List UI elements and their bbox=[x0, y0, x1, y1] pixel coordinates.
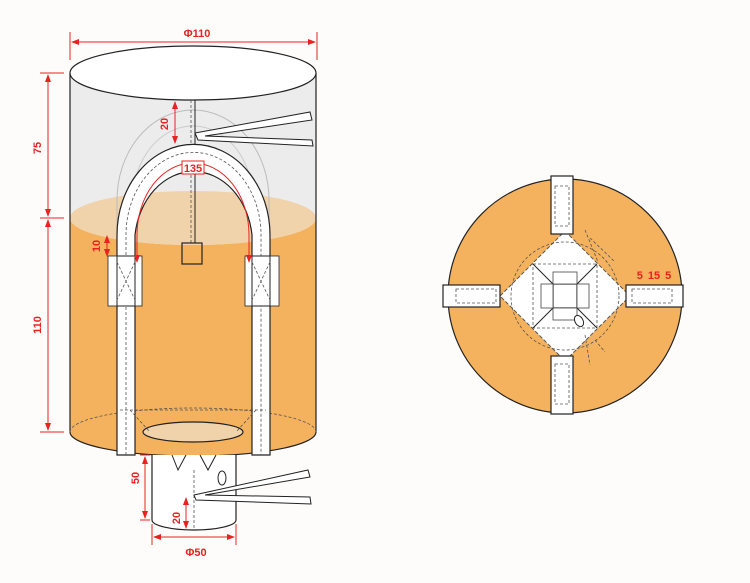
label-pocket bbox=[181, 242, 203, 265]
top-opening bbox=[69, 45, 317, 101]
spout-tie-label: 20 bbox=[171, 512, 183, 524]
top-tie-ribbon bbox=[194, 111, 314, 147]
body-height-label: 110 bbox=[32, 316, 44, 334]
loop-drop-label: 20 bbox=[159, 118, 171, 130]
spout-diameter-label: Φ50 bbox=[185, 547, 206, 559]
strap-width-label: 5 15 5 bbox=[637, 270, 672, 282]
upper-height-label: 75 bbox=[32, 142, 44, 154]
strap-left bbox=[442, 284, 501, 308]
back-loop bbox=[116, 109, 270, 245]
top-view: 5 15 5 bbox=[442, 175, 684, 415]
spout-height-label: 50 bbox=[130, 472, 142, 484]
loop-attach-label: 10 bbox=[91, 240, 103, 252]
strap-right bbox=[625, 284, 684, 308]
loop-length-label: 135 bbox=[184, 163, 202, 175]
spout-tie-ribbon bbox=[193, 469, 312, 505]
center-spout bbox=[552, 283, 578, 309]
lifting-loop bbox=[116, 143, 271, 456]
strap-top bbox=[550, 175, 574, 235]
loop-straps bbox=[442, 175, 684, 415]
top-inlet-circle bbox=[510, 241, 620, 351]
side-view: Φ110 75 110 20 135 10 50 20 Φ50 bbox=[32, 28, 318, 559]
top-diameter-label: Φ110 bbox=[184, 28, 211, 40]
strap-bottom bbox=[550, 355, 574, 415]
